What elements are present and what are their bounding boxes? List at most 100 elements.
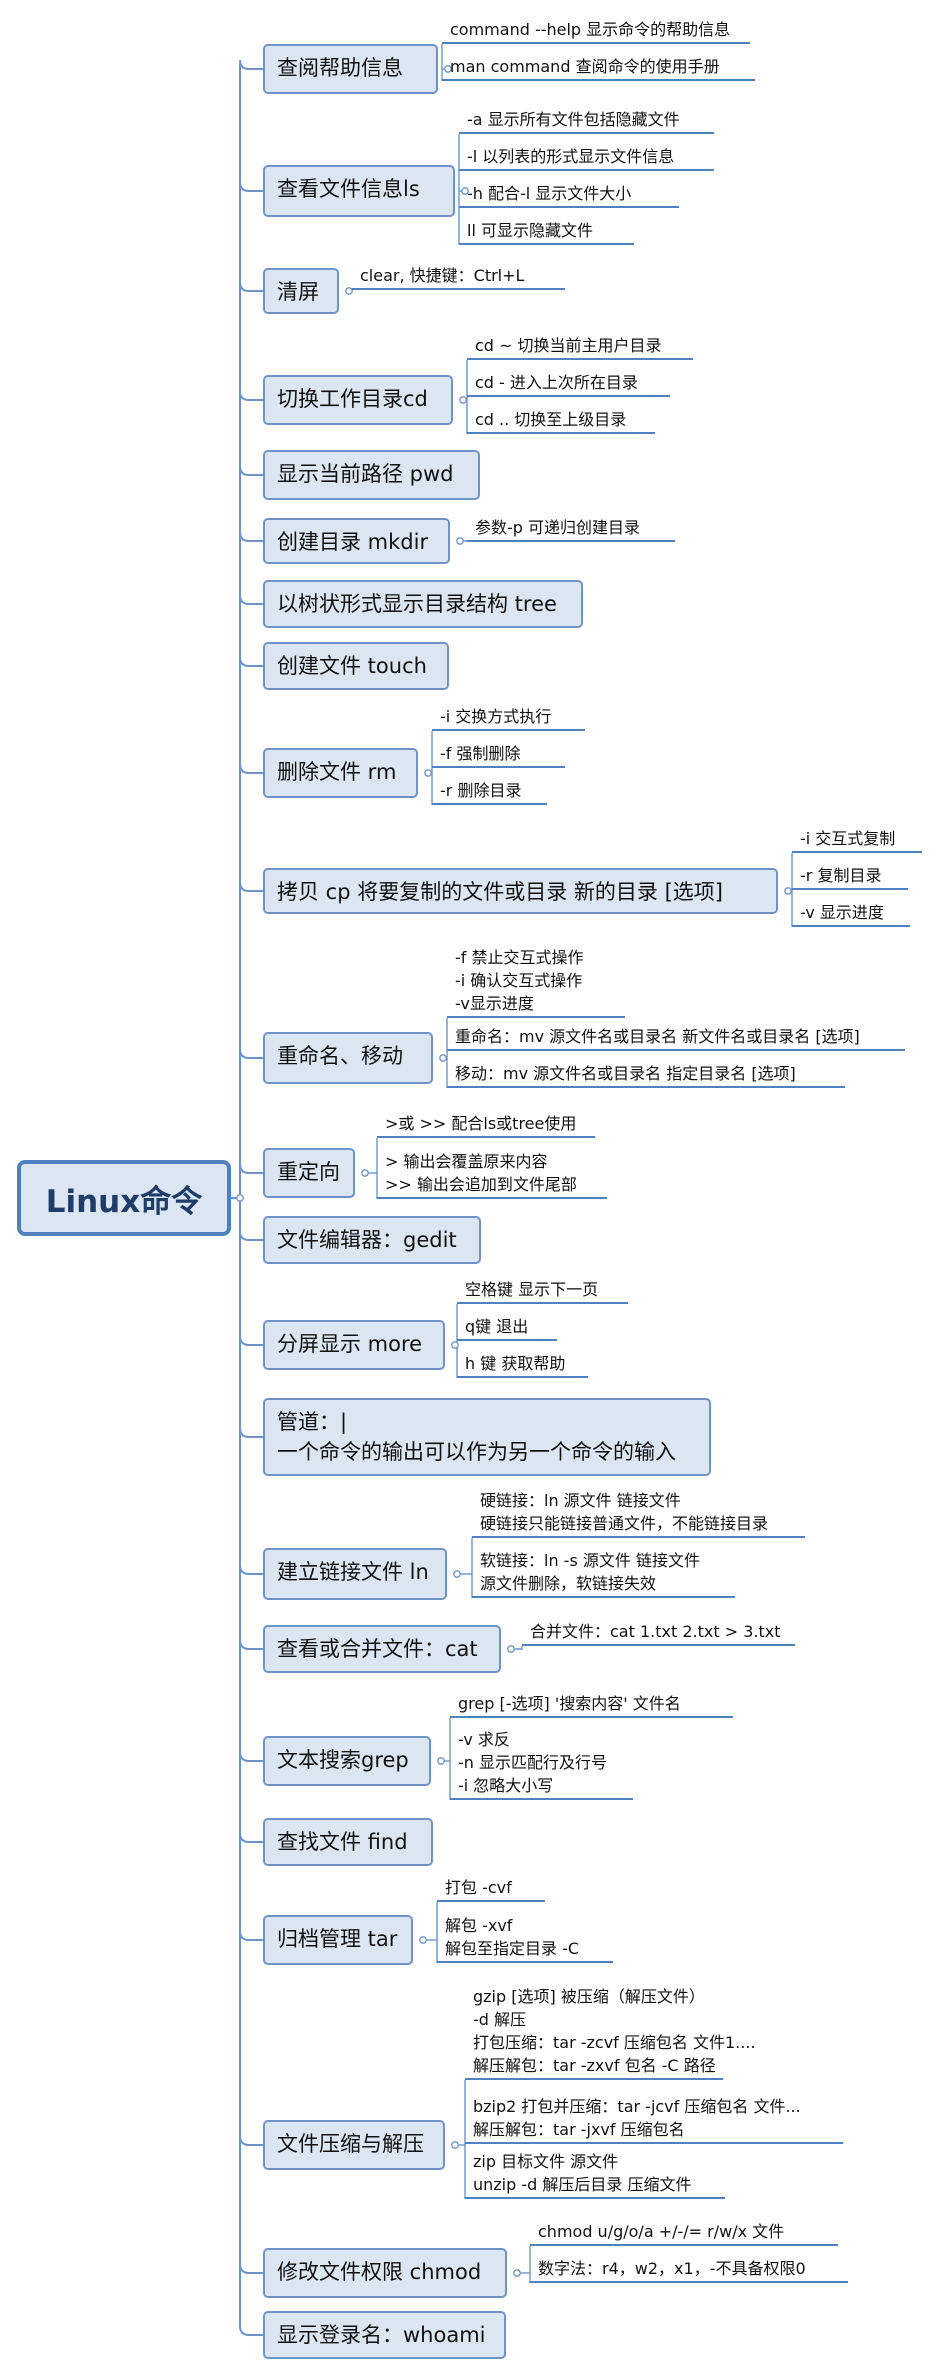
branch-connector-gzip (239, 2135, 263, 2146)
leaf-underline (450, 1716, 733, 1718)
leaf-text: h 键 获取帮助 (465, 1354, 566, 1373)
leaf-text: -h 配合-l 显示文件大小 (467, 184, 632, 203)
branch-connector-chmod (239, 2263, 263, 2274)
leaf-help-1: man command 查阅命令的使用手册 (442, 55, 755, 81)
leaf-underline (530, 2244, 838, 2246)
leaf-cd-1: cd - 进入上次所在目录 (467, 371, 670, 397)
branch-cd[interactable]: 切换工作目录cd (263, 375, 453, 425)
leaf-grep-1: -v 求反-n 显示匹配行及行号-i 忽略大小写 (450, 1728, 633, 1800)
branch-connector-pwd (239, 465, 263, 476)
root-node[interactable]: Linux命令 (17, 1160, 231, 1236)
branch-chmod[interactable]: 修改文件权限 chmod (263, 2248, 507, 2298)
leaf-underline (377, 1136, 595, 1138)
branch-pwd[interactable]: 显示当前路径 pwd (263, 450, 480, 500)
leaf-text: 打包压缩：tar -zcvf 压缩包名 文件1.... (473, 2033, 756, 2052)
branch-connector-ln (239, 1564, 263, 1575)
branch-tree[interactable]: 以树状形式显示目录结构 tree (263, 580, 583, 628)
branch-connector-ls (239, 181, 263, 192)
branch-connector-find (239, 1832, 263, 1843)
branch-label: 查看或合并文件：cat (277, 1637, 478, 1661)
branch-label: 拷贝 cp 将要复制的文件或目录 新的目录 [选项] (277, 880, 723, 904)
leaf-text: 解包 -xvf (445, 1916, 513, 1935)
branch-label: 文件压缩与解压 (277, 2132, 424, 2156)
leaf-text: unzip -d 解压后目录 压缩文件 (473, 2175, 692, 2194)
branch-gzip[interactable]: 文件压缩与解压 (263, 2120, 445, 2170)
branch-label: 分屏显示 more (277, 1332, 423, 1356)
leaf-underline (530, 2281, 848, 2283)
branch-ln[interactable]: 建立链接文件 ln (263, 1548, 447, 1600)
branch-label: 显示登录名：whoami (277, 2323, 486, 2347)
branch-label: 查阅帮助信息 (277, 56, 403, 80)
leaf-underline (437, 1961, 613, 1963)
branch-cat[interactable]: 查看或合并文件：cat (263, 1625, 501, 1673)
leaf-underline (522, 1644, 795, 1646)
leaf-text: -f 强制删除 (440, 744, 521, 763)
leaf-text: man command 查阅命令的使用手册 (450, 57, 720, 76)
branch-more[interactable]: 分屏显示 more (263, 1320, 445, 1370)
leaf-underline (442, 42, 750, 44)
collapse-dot-redirect (361, 1169, 369, 1177)
leaf-text: cd - 进入上次所在目录 (475, 373, 638, 392)
leaf-text: 解包至指定目录 -C (445, 1939, 580, 1958)
leaf-text: -i 交互式复制 (800, 829, 896, 848)
branch-connector-clear (239, 281, 263, 292)
branch-connector-tree (239, 594, 263, 605)
leaf-underline (377, 1197, 607, 1199)
branch-label: 一个命令的输出可以作为另一个命令的输入 (277, 1440, 676, 1464)
leaf-text: -i 确认交互式操作 (455, 971, 583, 990)
leaf-text: 空格键 显示下一页 (465, 1280, 599, 1299)
branch-connector-rm (239, 763, 263, 774)
branch-pipe[interactable]: 管道：|一个命令的输出可以作为另一个命令的输入 (263, 1398, 711, 1476)
leaf-mkdir-0: 参数-p 可递归创建目录 (467, 516, 675, 542)
branch-grep[interactable]: 文本搜索grep (263, 1736, 431, 1786)
branch-connector-cp (239, 881, 263, 892)
branch-rm[interactable]: 删除文件 rm (263, 748, 418, 798)
leaf-underline (437, 1900, 545, 1902)
branch-label: 重命名、移动 (277, 1044, 403, 1068)
leaf-underline (459, 243, 634, 245)
branch-connector-redirect (239, 1163, 263, 1174)
branch-help[interactable]: 查阅帮助信息 (263, 44, 438, 94)
leaf-underline (432, 766, 565, 768)
leaf-ls-0: -a 显示所有文件包括隐藏文件 (459, 108, 714, 134)
collapse-dot-ln (453, 1570, 461, 1578)
branch-find[interactable]: 查找文件 find (263, 1818, 433, 1866)
leaf-text: -r 删除目录 (440, 781, 522, 800)
root-collapse-dot (236, 1194, 244, 1202)
branch-mv[interactable]: 重命名、移动 (263, 1032, 433, 1084)
collapse-dot-mv (439, 1054, 447, 1062)
branch-touch[interactable]: 创建文件 touch (263, 642, 449, 690)
leaf-text: -r 复制目录 (800, 866, 882, 885)
leaf-mv-1: 重命名：mv 源文件名或目录名 新文件名或目录名 [选项] (447, 1025, 905, 1051)
leaf-text: >> 输出会追加到文件尾部 (385, 1175, 577, 1194)
leaf-text: cd .. 切换至上级目录 (475, 410, 627, 429)
branch-mkdir[interactable]: 创建目录 mkdir (263, 518, 450, 564)
branch-connector-gedit (239, 1230, 263, 1241)
leaf-cat-0: 合并文件：cat 1.txt 2.txt > 3.txt (522, 1620, 795, 1646)
leaf-clear-0: clear, 快捷键：Ctrl+L (352, 264, 565, 290)
branch-connector-pipe (239, 1427, 263, 1438)
branch-redirect[interactable]: 重定向 (263, 1148, 355, 1198)
collapse-dot-chmod (513, 2269, 521, 2277)
branch-cp[interactable]: 拷贝 cp 将要复制的文件或目录 新的目录 [选项] (263, 868, 778, 914)
branch-connector-touch (239, 656, 263, 667)
leaf-text: 合并文件：cat 1.txt 2.txt > 3.txt (530, 1622, 781, 1641)
leaf-text: -n 显示匹配行及行号 (458, 1753, 608, 1772)
leaf-text: gzip [选项] 被压缩（解压文件） (473, 1987, 705, 2006)
leaf-redirect-1: > 输出会覆盖原来内容>> 输出会追加到文件尾部 (377, 1150, 607, 1199)
leaf-grep-0: grep [-选项] '搜索内容' 文件名 (450, 1692, 733, 1718)
leaf-text: zip 目标文件 源文件 (473, 2152, 619, 2171)
branch-clear[interactable]: 清屏 (263, 268, 339, 314)
leaf-underline (792, 851, 922, 853)
branch-ls[interactable]: 查看文件信息ls (263, 165, 455, 217)
leaf-text: bzip2 打包并压缩：tar -jcvf 压缩包名 文件... (473, 2097, 801, 2116)
branch-gedit[interactable]: 文件编辑器：gedit (263, 1216, 481, 1264)
leaf-gzip-2: zip 目标文件 源文件 unzip -d 解压后目录 压缩文件 (465, 2150, 725, 2199)
branch-connector-mv (239, 1048, 263, 1059)
leaf-text: -i 交换方式执行 (440, 707, 552, 726)
branch-whoami[interactable]: 显示登录名：whoami (263, 2311, 506, 2359)
leaf-underline (465, 2078, 723, 2080)
leaf-underline (447, 1086, 845, 1088)
branch-tar[interactable]: 归档管理 tar (263, 1915, 413, 1965)
